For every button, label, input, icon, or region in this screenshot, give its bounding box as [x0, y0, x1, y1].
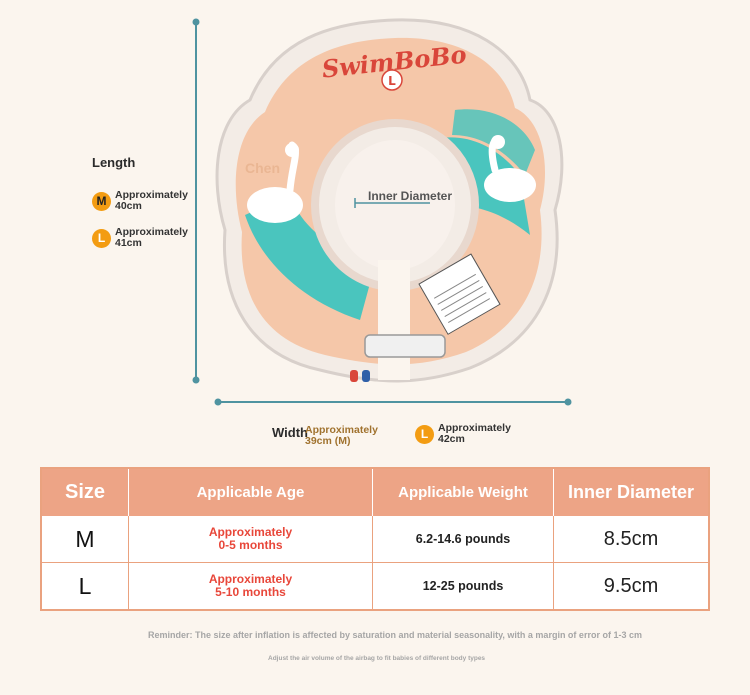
adjust-note-text: Adjust the air volume of the airbag to f… [268, 655, 486, 662]
header-diameter: Inner Diameter [567, 482, 695, 502]
size-l-badge: L [415, 424, 434, 444]
row-diameter: 8.5cm [603, 527, 659, 550]
table-header-row: Size Applicable Age Applicable Weight In… [42, 469, 708, 516]
safety-buckle [364, 334, 446, 358]
row-size: M [75, 525, 95, 552]
width-label: Width [272, 425, 308, 440]
row-weight: 12-25 pounds [422, 579, 504, 593]
width-m-spec: Approximately 39cm (M) [305, 425, 378, 447]
header-size: Size [64, 481, 106, 503]
swan-right-icon [484, 168, 536, 202]
header-age: Applicable Age [196, 484, 305, 501]
neck-float-illustration: SwimBoBo L [192, 18, 572, 406]
watermark-text: Chen [245, 160, 280, 176]
width-l-value: 42cm [438, 433, 465, 445]
reminder-text: Reminder: The size after inflation is af… [148, 630, 642, 640]
size-m-badge: M [92, 191, 111, 211]
row-weight: 6.2-14.6 pounds [415, 532, 511, 546]
header-weight: Applicable Weight [398, 484, 528, 501]
width-m-value: 39cm (M) [305, 435, 351, 447]
row-size: L [78, 572, 92, 599]
width-l-approx: Approximately [438, 422, 511, 434]
length-l-approx: Approximately [115, 226, 188, 238]
length-label: Length [92, 155, 136, 170]
warning-sticker [418, 253, 501, 335]
inner-diameter-label: Inner Diameter [368, 189, 453, 203]
length-m-spec: M Approximately 40cm [92, 190, 188, 212]
length-l-spec: L Approximately 41cm [92, 227, 188, 249]
size-l-badge: L [92, 228, 111, 248]
swan-left-icon [247, 187, 303, 223]
row-diameter: 9.5cm [603, 574, 659, 597]
length-l-value: 41cm [115, 237, 142, 249]
width-l-spec: L Approximately 42cm [415, 423, 511, 445]
width-m-approx: Approximately [305, 424, 378, 436]
size-mark-logo: L [388, 74, 396, 88]
length-m-value: 40cm [115, 200, 142, 212]
size-chart-table: Size Applicable Age Applicable Weight In… [40, 467, 710, 611]
length-m-approx: Approximately [115, 189, 188, 201]
